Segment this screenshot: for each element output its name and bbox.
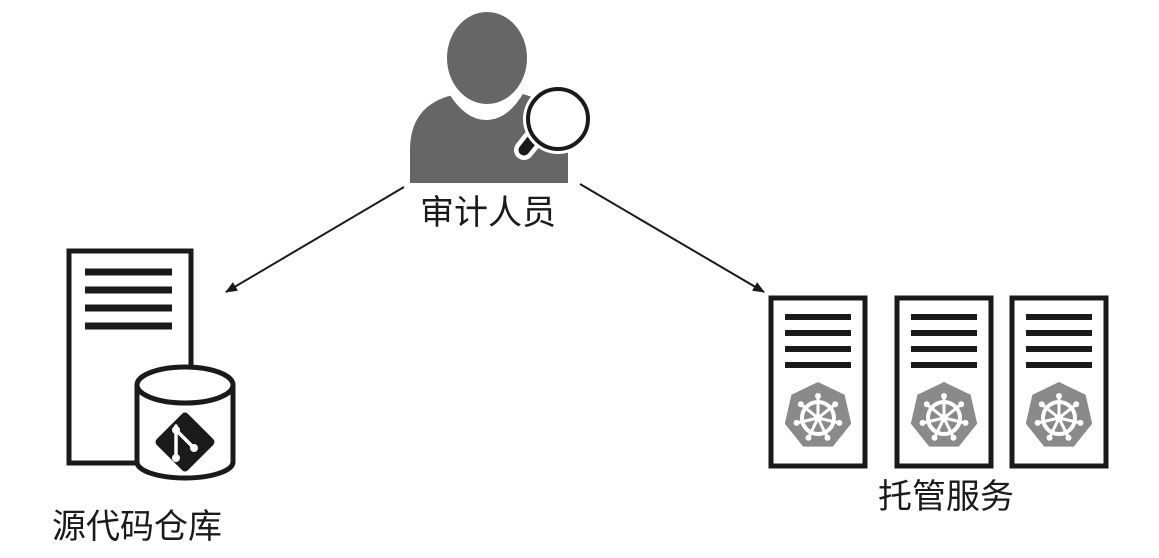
server-1 <box>768 295 868 469</box>
hosting-label: 托管服务 <box>878 477 1014 517</box>
server-3 <box>1009 295 1109 469</box>
git-icon <box>155 412 215 472</box>
user-magnifier-icon <box>410 12 593 183</box>
edge-auditor-to-repo <box>225 186 405 293</box>
source-repo-label: 源代码仓库 <box>52 507 222 547</box>
kubernetes-server-icon <box>768 295 1109 469</box>
server-2 <box>894 295 994 469</box>
auditor-label: 审计人员 <box>420 193 556 233</box>
git-repository-icon <box>66 248 236 481</box>
edge-auditor-to-hosting <box>579 183 765 293</box>
